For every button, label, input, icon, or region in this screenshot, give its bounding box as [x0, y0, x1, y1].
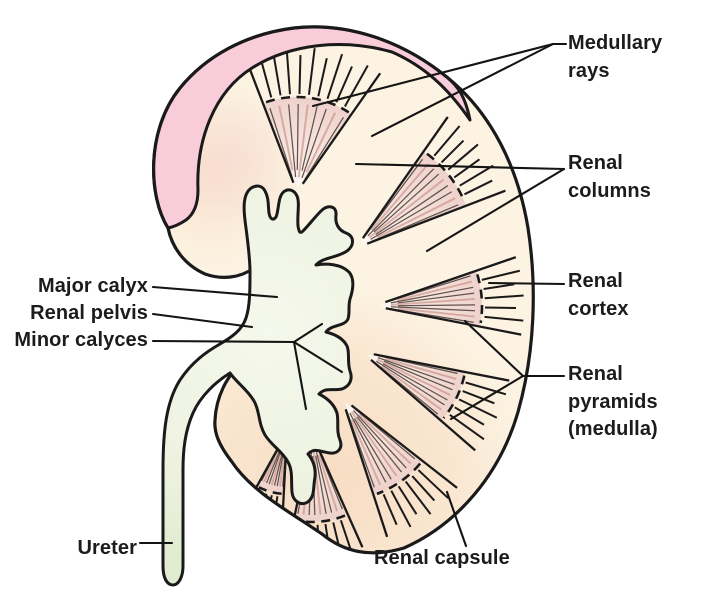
label-major-calyx: Major calyx — [37, 275, 148, 297]
pyramid-base-dashed-arc — [442, 375, 466, 419]
pyramid-lines — [370, 353, 510, 452]
renal-pelvis-calyces-ureter — [161, 184, 355, 587]
leader-renal-columns-1 — [354, 162, 566, 171]
label-renal-cortex: Renal cortex — [568, 270, 629, 320]
label-renal-columns: Renal columns — [568, 152, 651, 202]
pyramid-lines — [384, 256, 524, 336]
leader-renal-columns-2 — [425, 167, 566, 253]
label-renal-capsule: Renal capsule — [374, 547, 510, 569]
leader-medullary-rays-2 — [370, 42, 555, 138]
pyramid-lines — [361, 116, 506, 245]
pyramid-base-dashed-arc — [476, 274, 484, 324]
leader-renal-pyramids-2 — [449, 374, 525, 421]
label-minor-calyces: Minor calyces — [14, 329, 148, 351]
label-renal-pelvis: Renal pelvis — [30, 302, 148, 324]
leader-major-calyx — [151, 285, 279, 299]
pyramid-base-dashed-arc — [258, 486, 282, 496]
leader-renal-pelvis — [151, 312, 254, 329]
leader-renal-cortex — [487, 281, 566, 286]
pyramid-base-dashed-arc — [426, 152, 466, 203]
leader-minor-calyces-3 — [292, 340, 308, 411]
label-medullary-rays: Medullary rays — [568, 32, 663, 82]
leader-lines — [138, 42, 568, 548]
pyramid-lines — [344, 404, 458, 538]
pyramid-base-dashed-arc — [296, 514, 346, 524]
label-renal-pyramids: Renal pyramids (medulla) — [568, 363, 658, 441]
leader-renal-capsule — [445, 490, 468, 548]
label-ureter: Ureter — [77, 537, 137, 559]
kidney-body — [151, 25, 535, 587]
pyramid-base-dashed-arc — [376, 462, 422, 496]
renal-pyramid — [262, 97, 352, 188]
leader-minor-calyces-2 — [292, 340, 344, 374]
